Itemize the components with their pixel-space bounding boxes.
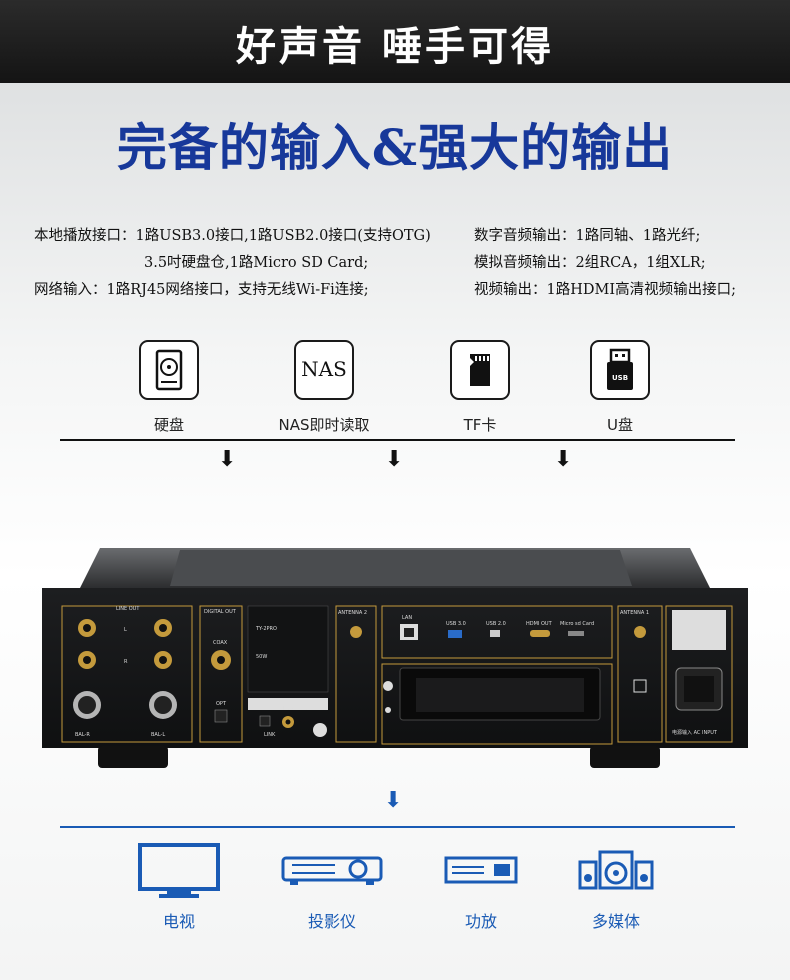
usb2-label: USB 2.0 — [486, 621, 506, 627]
headline: 完备的输入&强大的输出 — [116, 118, 674, 177]
banner-title: 好声音 唾手可得 — [236, 23, 554, 70]
down-arrow-icon: ⬇ — [218, 447, 237, 472]
nas-icon-text: NAS — [301, 357, 347, 381]
hard-drive-icon — [139, 340, 199, 400]
usb3-label: USB 3.0 — [446, 621, 466, 627]
nas-icon: NAS — [294, 340, 354, 400]
input-label-nas: NAS即时读取 — [278, 416, 370, 434]
digital-out-label: DIGITAL OUT — [204, 609, 237, 615]
usb-icon-text: USB — [611, 374, 629, 382]
input-divider — [60, 439, 735, 441]
channel-r-label: R — [124, 659, 128, 665]
projector-icon — [280, 852, 384, 888]
hdmi-label: HDMI OUT — [526, 621, 553, 627]
speakers-icon — [578, 850, 654, 892]
spec-analog-out: 模拟音频输出：2组RCA，1组XLR; — [474, 255, 706, 271]
output-label-projector: 投影仪 — [307, 912, 356, 931]
antenna1-label: ANTENNA 1 — [620, 610, 649, 616]
device-rear-panel: LINE OUT L R BAL-R BAL-L DIGITAL OUT COA… — [20, 540, 770, 780]
output-label-amplifier: 功放 — [464, 912, 497, 931]
ac-input-label: 电源输入 AC INPUT — [672, 729, 718, 736]
input-label-usb: U盘 — [607, 416, 633, 434]
opt-label: OPT — [216, 701, 227, 707]
spec-digital-out: 数字音频输出：1路同轴、1路光纤; — [474, 228, 701, 244]
output-label-tv: 电视 — [162, 912, 195, 931]
lan-label: LAN — [402, 615, 412, 621]
top-banner: 好声音 唾手可得 — [0, 0, 790, 83]
page-background — [0, 83, 790, 980]
bal-l-label: BAL-L — [151, 732, 165, 738]
down-arrow-icon: ⬇ — [385, 447, 404, 472]
down-arrow-blue-icon: ⬇ — [384, 788, 403, 813]
amplifier-icon — [444, 856, 518, 886]
input-label-hdd: 硬盘 — [153, 416, 184, 434]
spec-video-out: 视频输出：1路HDMI高清视频输出接口; — [474, 282, 736, 298]
tv-icon — [137, 842, 221, 900]
down-arrow-icon: ⬇ — [554, 447, 573, 472]
output-label-multimedia: 多媒体 — [591, 912, 640, 931]
output-divider — [60, 826, 735, 828]
sd-card-icon — [450, 340, 510, 400]
model-value: TY-2PRO — [255, 626, 277, 632]
spec-network: 网络输入：1路RJ45网络接口，支持无线Wi-Fi连接; — [34, 282, 369, 298]
micro-sd-label: Micro sd Card — [560, 621, 594, 627]
input-label-tf: TF卡 — [463, 416, 497, 434]
line-out-label: LINE OUT — [116, 606, 140, 612]
antenna2-label: ANTENNA 2 — [338, 610, 367, 616]
bal-r-label: BAL-R — [75, 732, 90, 738]
link-label: LINK — [264, 732, 276, 738]
usb-drive-icon: USB — [590, 340, 650, 400]
coax-label: COAX — [213, 640, 228, 646]
trigger-label: TRIGGER OUT — [275, 706, 312, 712]
power-value: 50W — [256, 654, 267, 660]
spec-local-playback: 本地播放接口：1路USB3.0接口,1路USB2.0接口(支持OTG) — [34, 228, 431, 244]
spec-hdd-bay: 3.5吋硬盘仓,1路Micro SD Card; — [144, 255, 369, 271]
channel-l-label: L — [124, 627, 127, 633]
